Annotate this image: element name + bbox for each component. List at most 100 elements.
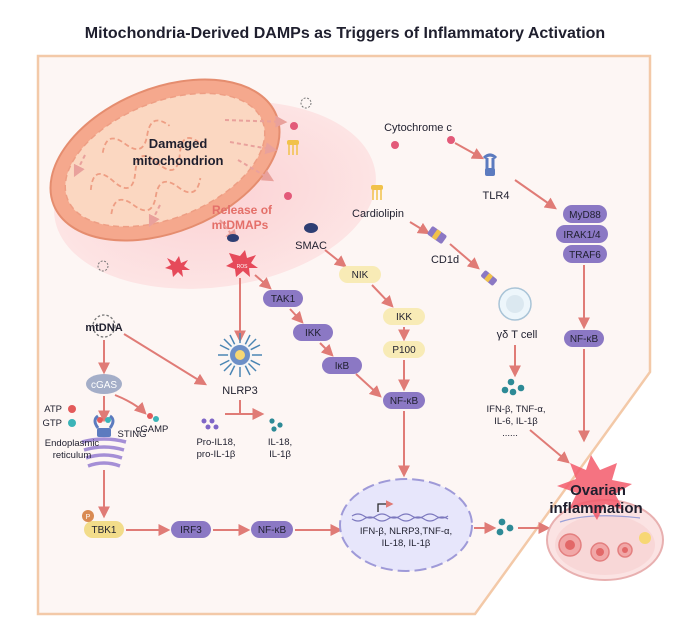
- svg-text:IKK: IKK: [396, 312, 412, 323]
- arrow-ikb-nfkb: [355, 373, 382, 398]
- cgamp-icon: [147, 413, 153, 419]
- mtdna-label: mtDNA: [85, 322, 122, 334]
- endoplasmic-reticulum-icon: [81, 437, 127, 468]
- irf3-pill: IRF3: [171, 521, 211, 538]
- gd-t-cell-icon: [498, 287, 532, 321]
- release-arrow: [148, 204, 161, 228]
- svg-text:IRF3: IRF3: [180, 525, 202, 536]
- nlrp3-label: NLRP3: [222, 385, 257, 397]
- svg-text:IKK: IKK: [305, 328, 321, 339]
- release-label-1: Release of: [212, 203, 273, 217]
- svg-text:NF-κB: NF-κB: [390, 396, 419, 407]
- smac-label: SMAC: [295, 240, 327, 252]
- ikb-pill: IκB: [322, 357, 362, 374]
- svg-text:TBK1: TBK1: [91, 525, 116, 536]
- ikk-center-pill: IKK: [383, 308, 425, 325]
- tcell-cytokines-line-2: IL-6, IL-1β: [494, 416, 538, 427]
- er-label-1: Endoplasmic: [45, 438, 100, 449]
- cytochrome-c-icon: [284, 192, 292, 200]
- svg-text:IRAK1/4: IRAK1/4: [563, 230, 601, 241]
- smac-icon: [304, 223, 318, 233]
- arrow-cgas-cgamp: [114, 394, 147, 415]
- mito-label-1: Damaged: [149, 136, 208, 151]
- irak-pill: IRAK1/4: [556, 225, 608, 243]
- cytochrome-c-icon: [447, 136, 455, 144]
- release-arrow: [73, 154, 86, 178]
- arrow-nik-ikk: [371, 284, 394, 308]
- svg-text:NF-κB: NF-κB: [258, 525, 287, 536]
- tbk1-pill: TBK1: [84, 521, 124, 538]
- pro-il1b-label: pro-IL-1β: [197, 449, 236, 460]
- cgas-label: cGAS: [91, 380, 117, 391]
- arrow-tak1-ikk: [289, 308, 304, 324]
- il18-label: IL-18,: [268, 437, 292, 448]
- svg-text:P100: P100: [392, 345, 416, 356]
- inflammation-burst-icon: [557, 455, 632, 520]
- nik-pill: NIK: [339, 266, 381, 283]
- sting-icon: [93, 414, 115, 437]
- gtp-icon: [68, 419, 76, 427]
- mtdna-icon: [92, 314, 116, 338]
- cytochrome-c-icon: [391, 141, 399, 149]
- pro-il-dots-icon: [201, 418, 219, 430]
- traf6-pill: TRAF6: [563, 245, 607, 263]
- svg-text:NIK: NIK: [352, 270, 369, 281]
- cgas-icon: [86, 374, 122, 394]
- arrow-smac-nik: [324, 249, 347, 268]
- tak1-pill: TAK1: [263, 290, 303, 307]
- release-arrow: [224, 115, 288, 128]
- svg-text:NF-κB: NF-κB: [570, 334, 599, 345]
- arrow-ikk-ikb: [319, 342, 334, 357]
- tcell-cytokines-line-3: ......: [502, 428, 518, 439]
- tlr4-label: TLR4: [483, 190, 510, 202]
- cardiolipin-icon: [371, 185, 383, 200]
- nfkb-right-pill: NF-κB: [564, 330, 604, 347]
- phosphate-icon: P: [82, 510, 94, 522]
- arrow-cytokines-ovary: [529, 429, 570, 464]
- ros-burst-icon: [165, 256, 190, 277]
- tlr4-receptor-icon: [482, 153, 498, 176]
- svg-text:MyD88: MyD88: [569, 210, 601, 221]
- cardiolipin-icon: [287, 140, 299, 155]
- tcell-cytokines-line-1: IFN-β, TNF-α,: [487, 404, 546, 415]
- ros-burst-icon: ROS: [226, 250, 258, 277]
- gtp-label: GTP: [42, 418, 62, 429]
- ovary-icon: [546, 499, 664, 581]
- nucleus-genes-line-2: IL-18, IL-1β: [382, 538, 431, 549]
- cd1d-icon: [427, 226, 447, 244]
- ovarian-label-1: Ovarian: [570, 482, 626, 499]
- il-dots-icon: [269, 418, 283, 432]
- cytochrome-c-icon: [290, 122, 298, 130]
- mito-label-2: mitochondrion: [133, 153, 224, 168]
- nfkb-bottom-pill: NF-κB: [251, 521, 293, 538]
- atp-label: ATP: [44, 404, 62, 415]
- arrow-tlr4-myd88: [514, 179, 557, 210]
- mtdna-fragment-icon: [300, 97, 312, 109]
- myd88-pill: MyD88: [563, 205, 607, 223]
- cytochrome-c-label: Cytochrome c: [384, 122, 452, 134]
- svg-text:IκB: IκB: [335, 361, 350, 372]
- il1b-label: IL-1β: [269, 449, 291, 460]
- page-title: Mitochondria-Derived DAMPs as Triggers o…: [85, 25, 605, 42]
- atp-icon: [68, 405, 76, 413]
- sting-label: STING: [117, 429, 146, 440]
- svg-text:TAK1: TAK1: [271, 294, 296, 305]
- tcr-icon: [481, 270, 497, 286]
- cytokine-dots-icon: [501, 378, 525, 396]
- mtdna-fragment-icon: [97, 260, 109, 272]
- cd1d-label: CD1d: [431, 254, 459, 266]
- arrow-cardiolipin-cd1d: [409, 221, 431, 235]
- cgamp-icon: [153, 416, 159, 422]
- er-label-2: reticulum: [53, 450, 92, 461]
- pro-il18-label: Pro-IL18,: [196, 437, 235, 448]
- nlrp3-inflammasome-icon: [218, 333, 262, 377]
- cardiolipin-label: Cardiolipin: [352, 208, 404, 220]
- gd-t-cell-label: γδ T cell: [497, 329, 538, 341]
- arrow-cd1d-tcr: [449, 243, 480, 270]
- ikk-left-pill: IKK: [293, 324, 333, 341]
- svg-text:P: P: [86, 514, 91, 521]
- smac-icon: [227, 234, 239, 242]
- cgamp-label: cGAMP: [136, 424, 169, 435]
- nucleus-genes-line-1: IFN-β, NLRP3,TNF-α,: [360, 526, 452, 537]
